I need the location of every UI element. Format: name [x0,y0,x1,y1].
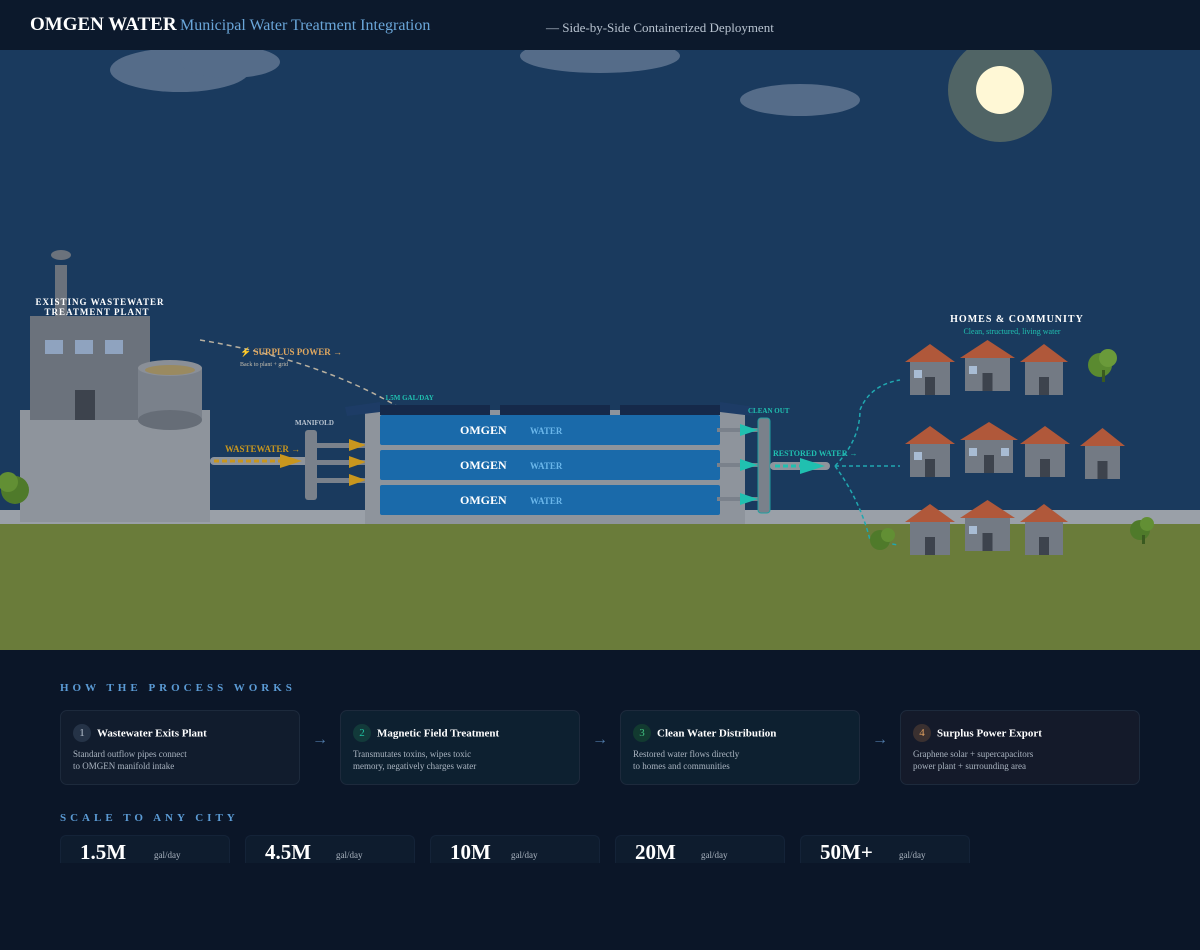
scale-value: 4.5M [265,840,312,864]
house [960,422,1018,473]
plant-label: TREATMENT PLANT [45,307,150,317]
deployment-scene: EXISTING WASTEWATER TREATMENT PLANT ⚡ SU… [0,50,1200,650]
house [1020,504,1068,555]
scale-value: 50M+ [820,840,873,864]
scale-option: 4.5M gal/day [245,835,415,864]
house [905,344,955,395]
header: OMGEN WATER Municipal Water Treatment In… [0,0,1200,50]
wastewater-label: WASTEWATER → [225,444,300,454]
step-number: 3 [633,724,651,743]
scale-option: 20M gal/day [615,835,785,864]
house [960,340,1015,391]
house [1020,344,1068,395]
manifold [305,430,317,500]
scale-unit: gal/day [701,850,728,860]
scale-value: 20M [635,840,676,864]
step-number: 2 [353,724,371,743]
scale-option: 50M+ gal/day [800,835,970,864]
intake-pipes [317,439,367,486]
capacity-label: 1.5M GAL/DAY [385,394,434,402]
scale-value: 10M [450,840,491,864]
step-title: Surplus Power Export [937,727,1042,740]
process-step-card: 3 Clean Water Distribution Restored water… [620,710,860,785]
step-title: Magnetic Field Treatment [377,727,500,740]
scale-value: 1.5M [80,840,127,864]
clean-out-label: CLEAN OUT [748,407,790,415]
surplus-power-label: ⚡ SURPLUS POWER → [240,346,342,358]
header-subtitle: Municipal Water Treatment Integration [180,17,431,34]
wastewater-plant [0,250,210,522]
container-3: OMGEN WATER [380,485,720,515]
scale-option: 10M gal/day [430,835,600,864]
container-2: OMGEN WATER [380,450,720,480]
house [960,500,1015,551]
container-brand: OMGEN [460,458,507,472]
homes [905,340,1125,555]
arrow-right-icon: → [312,731,328,748]
step-description: Graphene solar + supercapacitors power p… [913,749,1034,772]
clouds [110,50,860,116]
process-title: HOW THE PROCESS WORKS [60,682,296,694]
house [1020,426,1070,477]
container-word: WATER [530,426,563,436]
step-description: Restored water flows directly to homes a… [633,749,740,772]
house [905,426,955,477]
process-step-card: 1 Wastewater Exits Plant Standard outflow… [60,710,300,785]
step-description: Standard outflow pipes connect to OMGEN … [73,749,187,772]
homes-subtitle: Clean, structured, living water [963,327,1060,336]
arrow-right-icon: → [592,731,608,748]
scale-unit: gal/day [154,850,181,860]
process-step-card: 2 Magnetic Field Treatment Transmutates t… [340,710,580,785]
trees [870,349,1154,550]
plant-label: EXISTING WASTEWATER [36,297,165,307]
homes-title: HOMES & COMMUNITY [950,314,1084,325]
process-step-card: 4 Surplus Power Export Graphene solar + s… [900,710,1140,785]
brand-title: OMGEN WATER [30,14,177,35]
ground [0,524,1200,650]
arrow-right-icon: → [872,731,888,748]
moon-icon [976,66,1024,114]
container-brand: OMGEN [460,493,507,507]
container-brand: OMGEN [460,423,507,437]
step-number: 1 [73,724,91,743]
manifold-label: MANIFOLD [295,419,334,427]
house [905,504,955,555]
step-title: Clean Water Distribution [657,727,777,740]
scale-title: SCALE TO ANY CITY [60,812,239,824]
restored-water-label: RESTORED WATER → [773,449,857,458]
scale-option: 1.5M gal/day [60,835,230,864]
scale-unit: gal/day [511,850,538,860]
house [1080,428,1125,479]
scale-unit: gal/day [336,850,363,860]
header-tagline: — Side-by-Side Containerized Deployment [546,20,774,35]
container-word: WATER [530,461,563,471]
surplus-power-sub: Back to plant + grid [240,362,288,368]
container-word: WATER [530,496,563,506]
container-1: OMGEN WATER [380,415,720,445]
step-number: 4 [913,724,931,743]
scale-unit: gal/day [899,850,926,860]
step-description: Transmutates toxins, wipes toxic memory,… [353,749,477,772]
step-title: Wastewater Exits Plant [97,727,207,740]
outflow-pipes [717,417,830,514]
